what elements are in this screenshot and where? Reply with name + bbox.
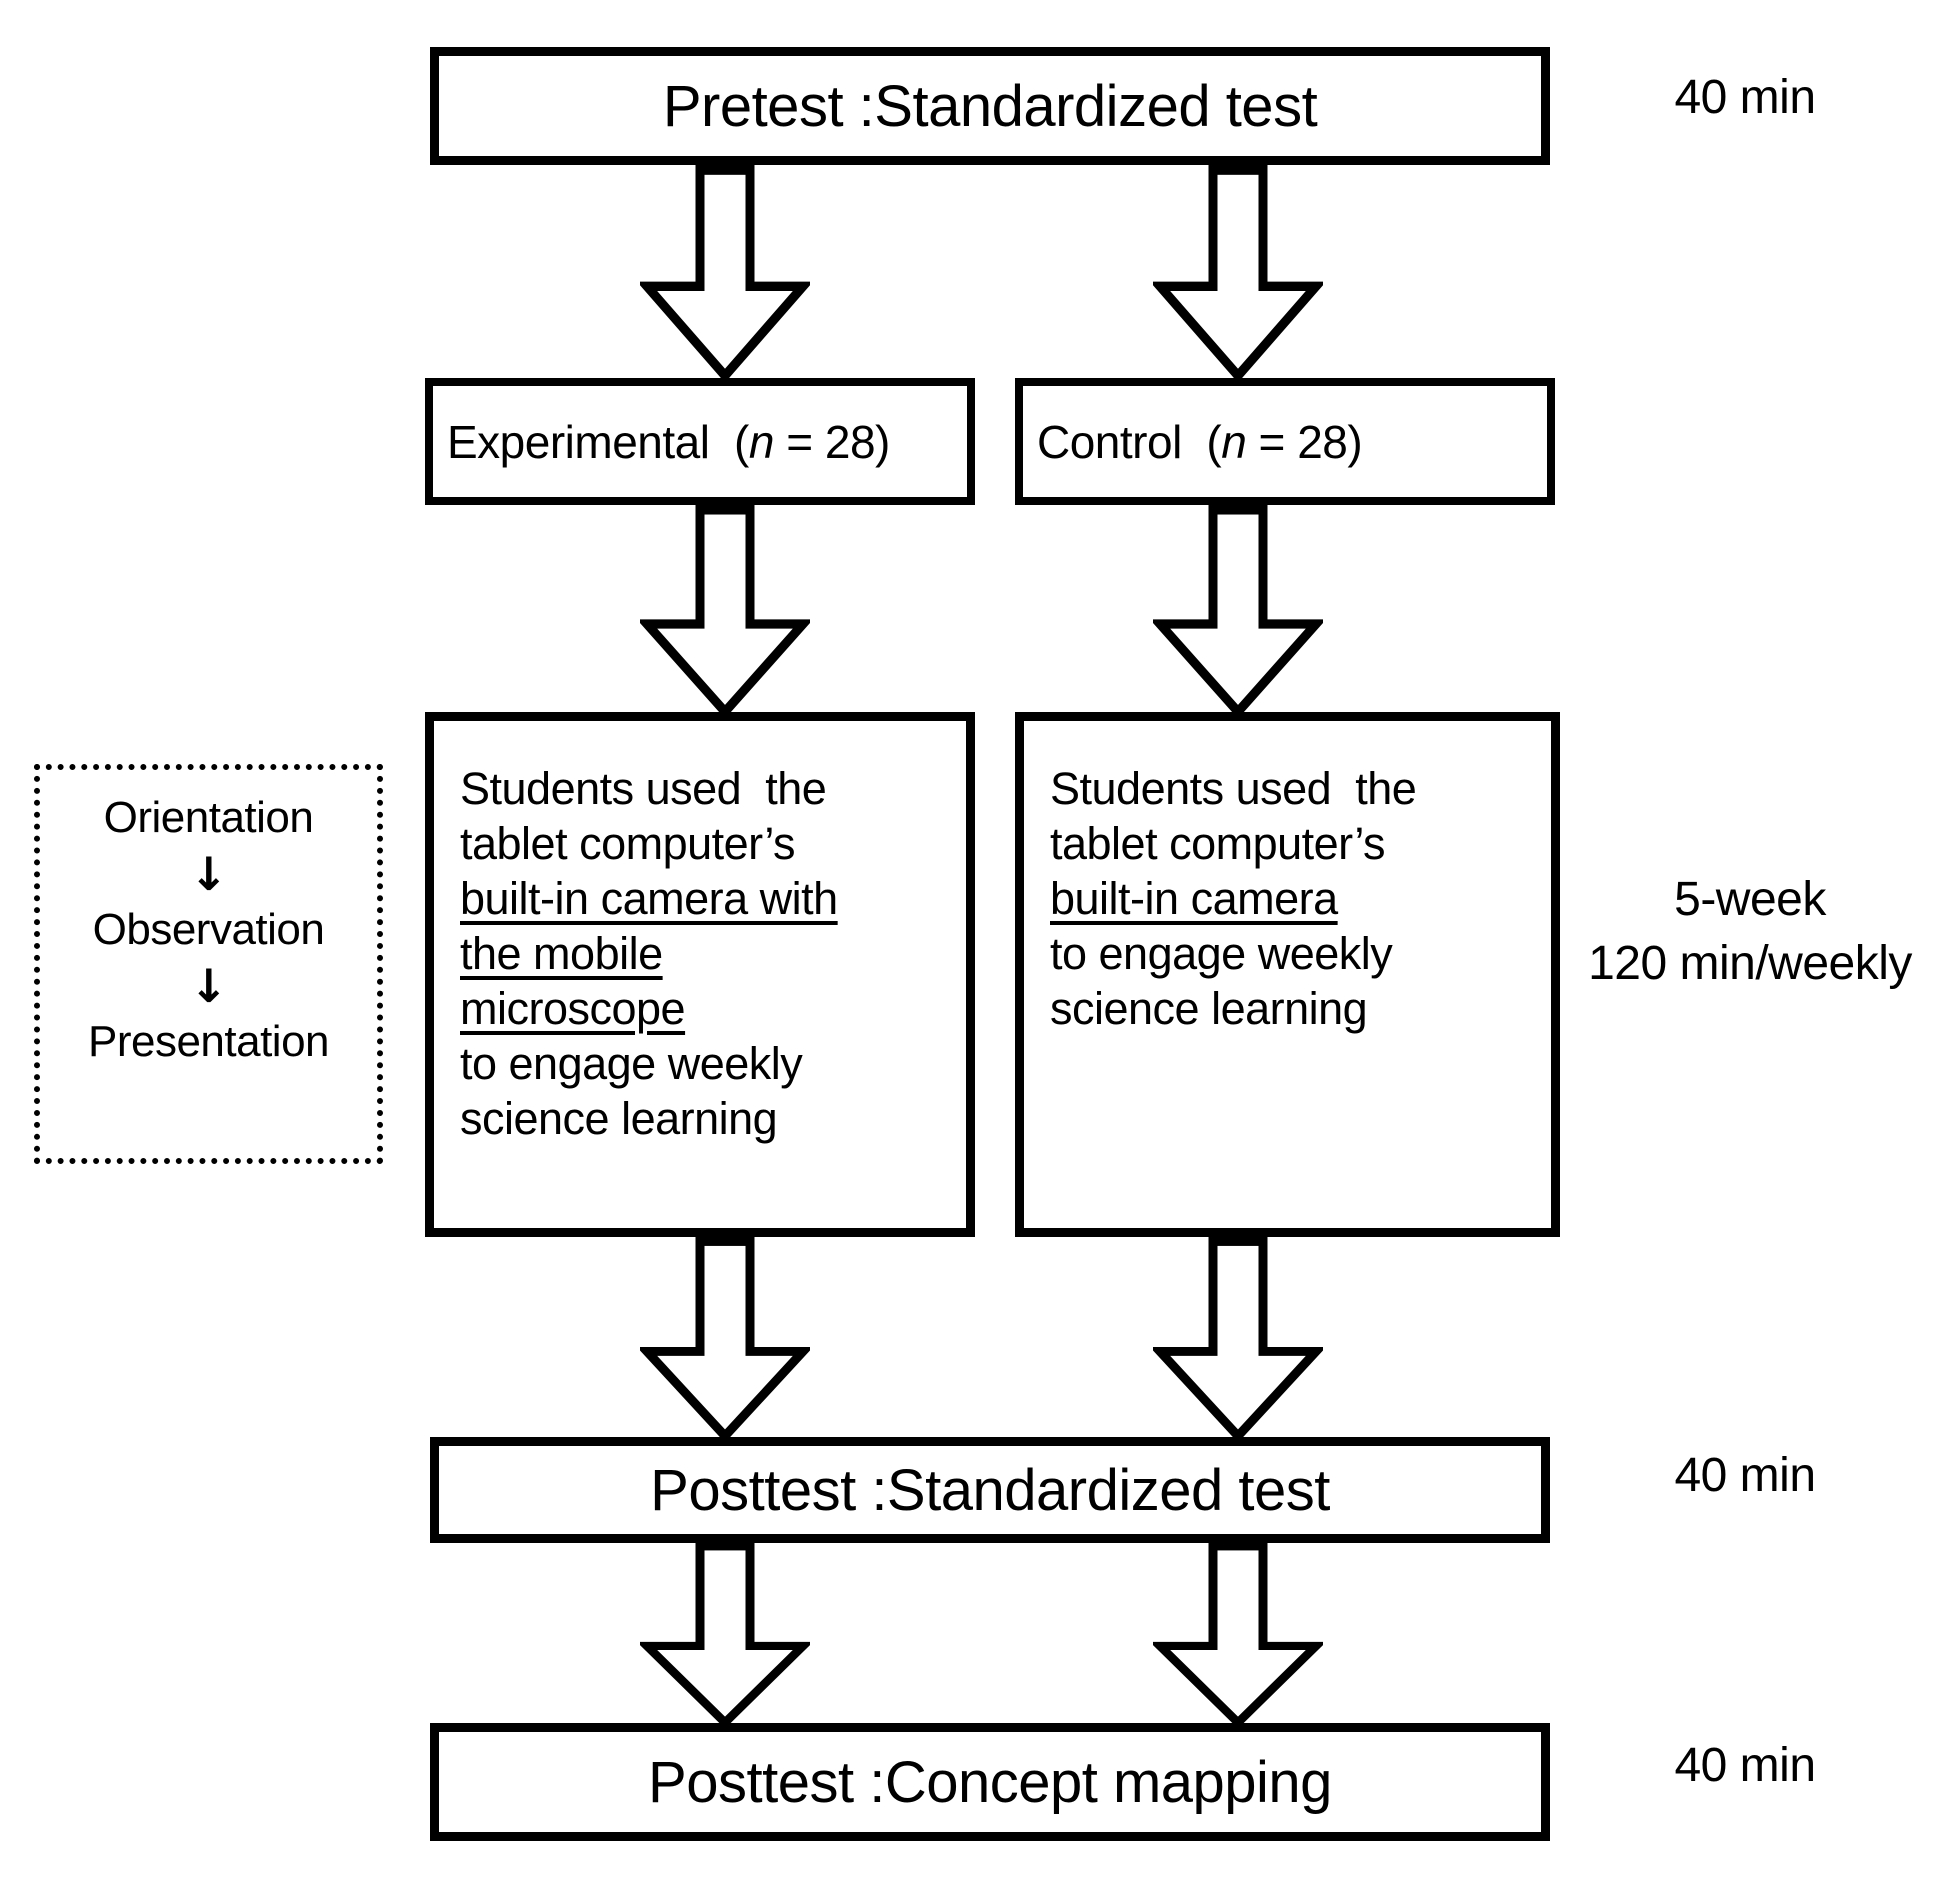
- process-step-observation: Observation: [92, 905, 325, 954]
- process-step-orientation: Orientation: [103, 793, 314, 842]
- pretest-label: Pretest :Standardized test: [662, 73, 1318, 139]
- control-group-box: Control (n = 28): [1015, 378, 1555, 505]
- down-block-arrow: [1153, 1230, 1323, 1442]
- down-block-arrow: [1153, 498, 1323, 718]
- paren-open: (: [1181, 415, 1222, 468]
- down-block-arrow: [640, 1536, 810, 1728]
- text-line: built-in camera: [1050, 873, 1338, 924]
- text-line: Students used the: [1050, 763, 1417, 814]
- n-symbol: n: [748, 415, 775, 468]
- down-block-arrow: [1153, 158, 1323, 382]
- group-name: Control: [1037, 415, 1182, 468]
- down-arrow-icon: ↓: [189, 959, 228, 1013]
- text-line: science learning: [460, 1093, 778, 1144]
- posttest-standardized-box: Posttest :Standardized test: [430, 1437, 1550, 1543]
- down-block-arrow: [1153, 1536, 1323, 1728]
- text-line: built-in camera with: [460, 873, 838, 924]
- posttest-concept-duration-label: 40 min: [1674, 1739, 1816, 1792]
- text-line: tablet computer’s: [460, 818, 796, 869]
- down-block-arrow: [640, 1230, 810, 1442]
- posttest-concept-label: Posttest :Concept mapping: [648, 1749, 1332, 1815]
- text-line: Students used the: [460, 763, 827, 814]
- down-block-arrow: [640, 498, 810, 718]
- pretest-duration-label: 40 min: [1674, 71, 1816, 124]
- paren-open: (: [709, 415, 749, 468]
- posttest-standardized-duration-label: 40 min: [1674, 1449, 1816, 1502]
- down-block-arrow: [640, 158, 810, 382]
- intervention-duration-label: 5-week 120 min/weekly: [1555, 868, 1945, 996]
- posttest-standardized-label: Posttest :Standardized test: [650, 1457, 1330, 1523]
- text-line: to engage weekly: [1050, 928, 1393, 979]
- pretest-box: Pretest :Standardized test: [430, 47, 1550, 165]
- text-line: tablet computer’s: [1050, 818, 1386, 869]
- text-line: the mobile: [460, 928, 663, 979]
- sample-size: = 28): [773, 415, 890, 468]
- sample-size: = 28): [1246, 415, 1363, 468]
- n-symbol: n: [1221, 415, 1247, 468]
- duration-minutes: 120 min/weekly: [1588, 937, 1912, 990]
- process-step-presentation: Presentation: [87, 1017, 330, 1066]
- process-steps-box: Orientation ↓ Observation ↓ Presentation: [34, 764, 383, 1164]
- experimental-group-box: Experimental (n = 28): [425, 378, 975, 505]
- duration-weeks: 5-week: [1674, 873, 1826, 926]
- text-line: science learning: [1050, 983, 1368, 1034]
- group-name: Experimental: [447, 415, 710, 468]
- text-line: microscope: [460, 983, 686, 1034]
- down-arrow-icon: ↓: [189, 847, 228, 901]
- text-line: to engage weekly: [460, 1038, 803, 1089]
- posttest-concept-box: Posttest :Concept mapping: [430, 1723, 1550, 1841]
